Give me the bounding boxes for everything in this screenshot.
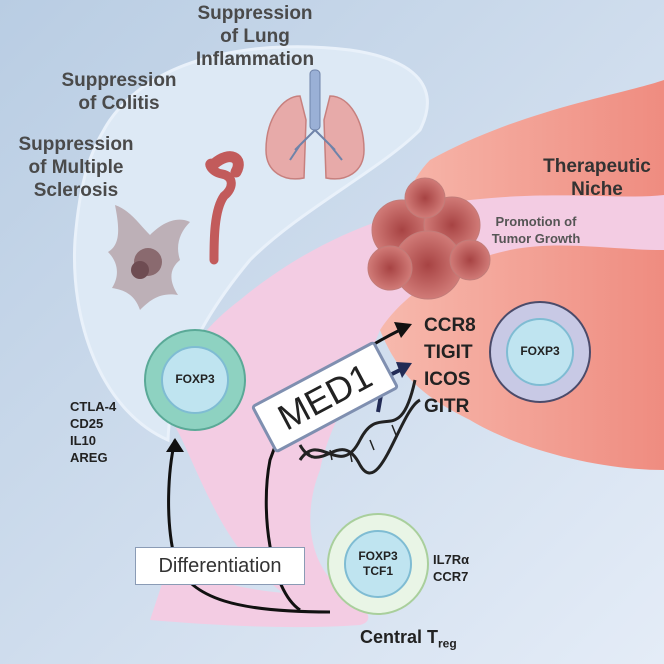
marker-ctla4: CTLA-4 — [70, 399, 117, 414]
lung-label-line1: Suppression — [197, 3, 313, 24]
effector-treg-cell — [144, 329, 246, 431]
central-cell-label-line1: FOXP3 — [358, 549, 398, 563]
colitis-label-line2: of Colitis — [78, 93, 160, 114]
central-treg-main: Central T — [360, 627, 439, 647]
lung-label: Suppression of Lung Inflammation — [160, 2, 350, 71]
niche-label-line1: Therapeutic — [543, 156, 651, 177]
arrow-head-effector — [166, 438, 184, 452]
niche-label: Therapeutic Niche — [530, 155, 664, 201]
intestine-icon — [205, 151, 244, 265]
transcription-arrow-head — [396, 362, 412, 378]
migration-ribbon — [170, 195, 664, 622]
colitis-label: Suppression of Colitis — [24, 69, 214, 115]
central-treg-label: Central Treg — [360, 625, 457, 656]
marker-ccr7: CCR7 — [433, 569, 469, 584]
tumor-label-line1: Promotion of — [495, 214, 577, 229]
effector-markers: CTLA-4 CD25 IL10 AREG — [70, 398, 116, 466]
tumor-treg-cell — [489, 301, 591, 403]
marker-areg: AREG — [70, 450, 108, 465]
lung-label-line3: Inflammation — [195, 49, 315, 70]
tumor-cell-label: FOXP3 — [520, 344, 560, 358]
neuron-icon — [108, 205, 190, 310]
marker-icos: ICOS — [424, 369, 471, 390]
dna-helix-icon — [298, 379, 421, 475]
central-cell-label: FOXP3 TCF1 — [345, 549, 411, 579]
marker-il10: IL10 — [70, 433, 97, 448]
marker-gitr: GITR — [424, 396, 470, 417]
ms-label-line3: Sclerosis — [33, 180, 119, 201]
central-cell-label-line2: TCF1 — [363, 564, 393, 578]
lung-label-line2: of Lung — [220, 26, 290, 47]
marker-il7ra: IL7Rα — [433, 552, 470, 567]
tumor-label-line2: Tumor Growth — [491, 231, 581, 246]
central-treg-cell — [327, 513, 429, 615]
tumor-markers: CCR8 TIGIT ICOS GITR — [424, 312, 476, 420]
niche-label-line2: Niche — [571, 179, 623, 200]
central-markers: IL7Rα CCR7 — [433, 551, 469, 585]
ms-label-line2: of Multiple — [28, 157, 124, 178]
marker-ccr8: CCR8 — [424, 315, 476, 336]
tumor-label: Promotion of Tumor Growth — [472, 213, 600, 247]
marker-tigit: TIGIT — [424, 342, 473, 363]
tumor-cluster-icon — [367, 177, 491, 300]
marker-cd25: CD25 — [70, 416, 104, 431]
arrow-head-tumor — [394, 322, 412, 338]
lungs-icon — [265, 69, 365, 180]
ms-label: Suppression of Multiple Sclerosis — [0, 133, 152, 202]
central-treg-sub: reg — [438, 636, 457, 651]
therapeutic-niche-band — [380, 80, 664, 470]
colitis-label-line1: Suppression — [61, 70, 177, 91]
effector-cell-label: FOXP3 — [175, 372, 215, 386]
differentiation-box: Differentiation — [135, 547, 305, 585]
ms-label-line1: Suppression — [18, 134, 134, 155]
